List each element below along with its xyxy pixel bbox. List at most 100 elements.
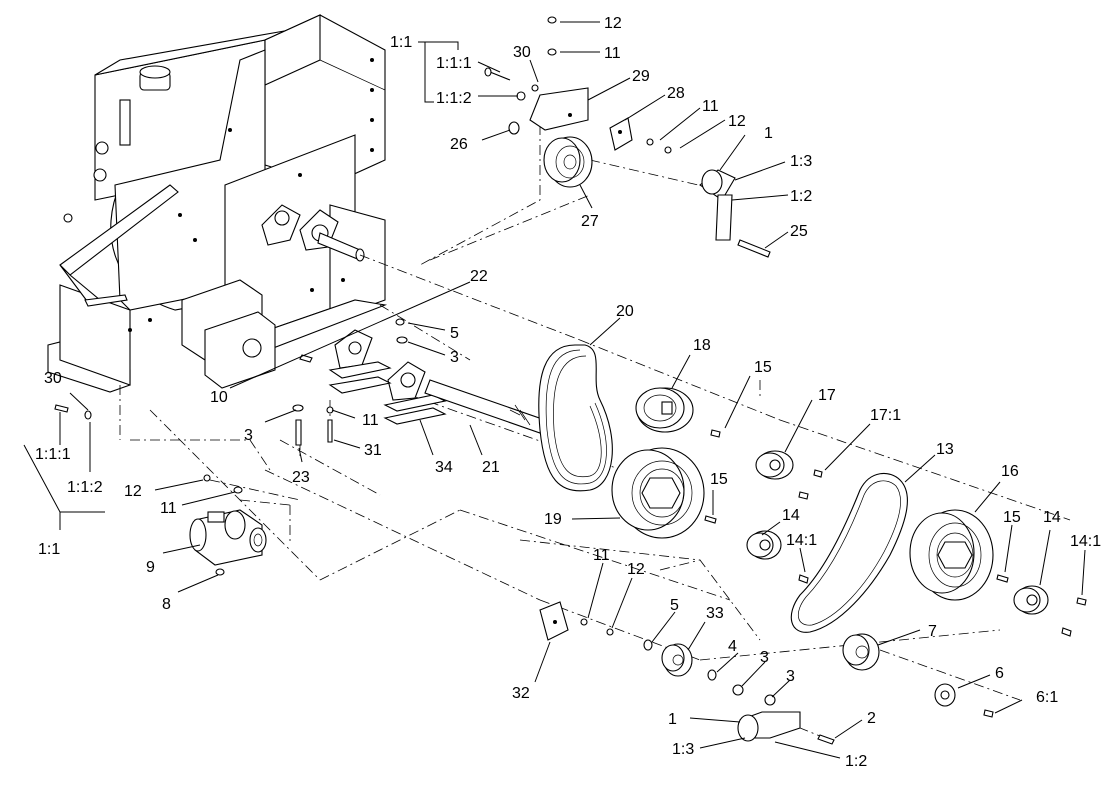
- label-1-3-top: 1:3: [790, 153, 812, 170]
- label-1-2-top: 1:2: [790, 188, 812, 205]
- label-1-1-2-top: 1:1:2: [436, 90, 472, 107]
- bracket-29: [529, 87, 589, 131]
- hub-6: [934, 683, 994, 718]
- label-34: 34: [435, 459, 453, 476]
- label-14-b: 14: [1043, 509, 1061, 526]
- label-15-b: 15: [710, 471, 728, 488]
- label-22: 22: [470, 268, 488, 285]
- label-25: 25: [790, 223, 808, 240]
- label-32: 32: [512, 685, 530, 702]
- label-1-1-2-left: 1:1:2: [67, 479, 103, 496]
- label-17: 17: [818, 387, 836, 404]
- label-21: 21: [482, 459, 500, 476]
- key-15-b: [704, 515, 717, 524]
- top-bracket-assembly: [484, 16, 771, 258]
- label-5-top: 5: [450, 325, 459, 342]
- label-11-mid: 11: [702, 98, 719, 115]
- label-1-1-1-left: 1:1:1: [35, 446, 71, 463]
- idler-pulley-33: [661, 643, 693, 677]
- label-17-1: 17:1: [870, 407, 901, 424]
- nut-26: [508, 121, 520, 135]
- label-30-left: 30: [44, 370, 62, 387]
- label-5-bot: 5: [670, 597, 679, 614]
- key-15-c: [996, 574, 1009, 583]
- washer-3-a: [732, 684, 744, 696]
- label-6: 6: [995, 665, 1004, 682]
- label-8: 8: [162, 596, 171, 613]
- label-12-bot: 12: [627, 561, 645, 578]
- label-11-left: 11: [362, 412, 379, 429]
- callout-labels: 1:1 1:1:1 1:1:2 30 12 11 29 28 11 12 1 1…: [35, 15, 1101, 770]
- spacer-4: [707, 669, 717, 681]
- label-19: 19: [544, 511, 562, 528]
- label-23: 23: [292, 469, 310, 486]
- label-18: 18: [693, 337, 711, 354]
- washer-11-top: [547, 48, 557, 56]
- label-28: 28: [667, 85, 685, 102]
- label-1-bot: 1: [668, 711, 677, 728]
- pulley-19: [611, 447, 705, 539]
- label-11-top: 11: [604, 45, 621, 62]
- label-6-1: 6:1: [1036, 689, 1058, 706]
- pulley-7: [842, 633, 880, 671]
- hub-14-b: [1013, 585, 1087, 637]
- label-12-top: 12: [604, 15, 622, 32]
- key-15-a: [710, 429, 721, 438]
- label-4: 4: [728, 638, 737, 655]
- label-33: 33: [706, 605, 724, 622]
- left-bolts: [54, 404, 92, 420]
- belt-20: [538, 344, 613, 492]
- label-1-1-top: 1:1: [390, 34, 412, 51]
- label-1-1-1-top: 1:1:1: [436, 55, 472, 72]
- label-3-bot-b: 3: [786, 668, 795, 685]
- bolt-25: [737, 239, 771, 258]
- label-3-bot-a: 3: [760, 649, 769, 666]
- bolt-23: [295, 419, 302, 446]
- belt-13: [790, 472, 908, 633]
- label-1-top: 1: [764, 125, 773, 142]
- label-11-bot: 11: [593, 547, 610, 564]
- housing: [47, 14, 388, 393]
- label-11-left2: 11: [160, 500, 177, 517]
- leader-lines: [23, 21, 1086, 759]
- label-29: 29: [632, 68, 650, 85]
- label-27: 27: [581, 213, 599, 230]
- label-7: 7: [928, 623, 937, 640]
- label-16: 16: [1001, 463, 1019, 480]
- label-30-top: 30: [513, 44, 531, 61]
- label-13: 13: [936, 441, 954, 458]
- hub-14-a: [746, 530, 809, 584]
- label-15-c: 15: [1003, 509, 1021, 526]
- nut-5-bot: [643, 639, 653, 651]
- washer-3-b: [764, 694, 776, 706]
- label-1-3-bot: 1:3: [672, 741, 694, 758]
- bearing-plates: [292, 318, 546, 446]
- label-10: 10: [210, 389, 228, 406]
- label-14-a: 14: [782, 507, 800, 524]
- label-3-top: 3: [450, 349, 459, 366]
- label-14-1-b: 14:1: [1070, 533, 1101, 550]
- motor-9: [189, 474, 267, 576]
- pulley-16: [909, 509, 994, 601]
- hub-17: [755, 450, 823, 500]
- label-1-1-left: 1:1: [38, 541, 60, 558]
- bolt-12-top: [547, 16, 557, 24]
- drive-parts: [538, 344, 1087, 745]
- label-3-left: 3: [244, 427, 253, 444]
- label-12-left: 12: [124, 483, 142, 500]
- label-2: 2: [867, 710, 876, 727]
- label-31: 31: [364, 442, 382, 459]
- label-14-1-a: 14:1: [786, 532, 817, 549]
- tensioner-1-bot: [737, 711, 801, 742]
- label-26: 26: [450, 136, 468, 153]
- pulley-18: [635, 387, 694, 433]
- label-15-a: 15: [754, 359, 772, 376]
- plate-34: [383, 407, 447, 425]
- bolt-2: [817, 734, 835, 745]
- label-20: 20: [616, 303, 634, 320]
- plate-28: [609, 117, 633, 151]
- label-1-2-bot: 1:2: [845, 753, 867, 770]
- label-9: 9: [146, 559, 155, 576]
